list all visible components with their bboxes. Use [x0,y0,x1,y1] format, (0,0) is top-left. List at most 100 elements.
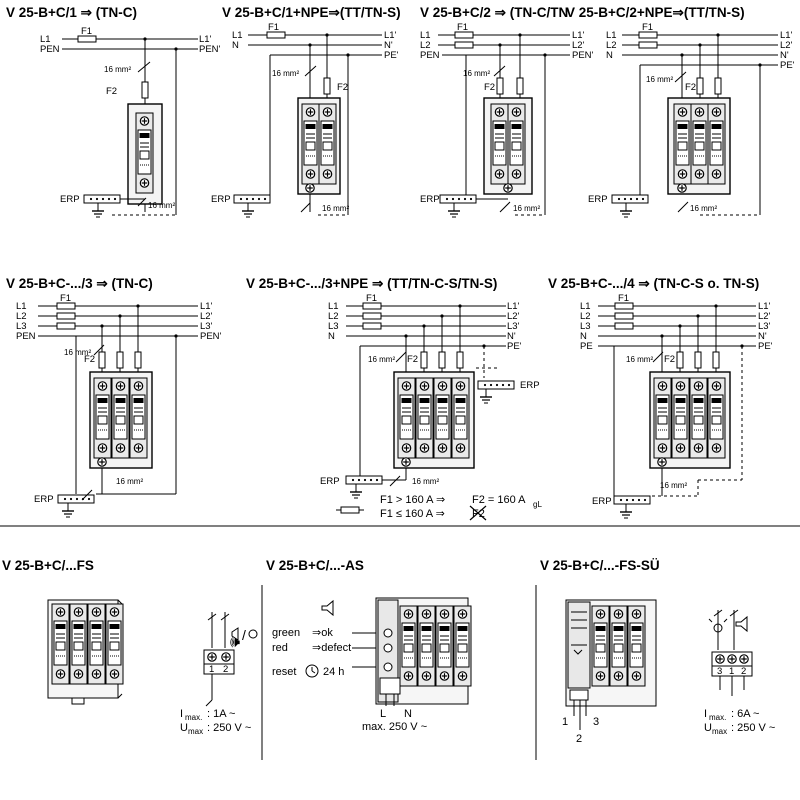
line-label-out: L3' [758,321,771,332]
variant-fs: V 25-B+C/...FS 🕪 / 1 2 I max. : 1A ~ U m… [2,558,258,736]
line-label-out: L1' [758,301,771,312]
terminal-number: 1 [729,666,734,677]
fuse-label: F1 [457,22,468,33]
voltage-value: : 250 V ~ [207,722,251,734]
line-label-in: L1 [232,30,243,41]
terminal-number: 2 [741,666,746,677]
line-label-in: L2 [420,40,431,51]
line-label-out: L3' [507,321,520,332]
fuse-symbol [340,506,360,514]
line-label-out: PEN' [199,44,221,55]
fuse-label: F1 [618,293,629,304]
line-label-out: N' [780,50,789,61]
line-label-out: L1' [200,301,213,312]
fuse-label: F2 [84,354,95,365]
voltage-subscript: max [712,727,727,736]
line-label-out: L1' [384,30,397,41]
cross-section-label: 16 mm² [626,355,653,364]
line-label-in: N [580,331,587,342]
line-label-in: L2 [580,311,591,322]
cross-section-label: 16 mm² [322,204,349,213]
reset-time: 24 h [323,666,344,678]
fuse-label: F1 [268,22,279,33]
led-green [383,628,393,638]
erp-label: ERP [34,494,54,505]
current-value: : 1A ~ [207,708,235,720]
diagram-tn-c-single: V 25-B+C/1 ⇒ (TN-C) L1 PEN L1' PEN' F1 F… [6,5,221,218]
voltage-subscript: max [188,727,203,736]
fuse-note-value: F2 = 160 A [472,494,526,506]
line-label-in: L3 [328,321,339,332]
line-label-in: N [606,50,613,61]
erp-bar [83,194,121,204]
terminal-label: N [404,708,412,720]
line-label-out: PEN' [572,50,594,61]
current-value: : 6A ~ [731,708,759,720]
line-label-in: PEN [40,44,60,55]
cross-section-label: 16 mm² [148,201,175,210]
fuse-label: F1 [81,26,92,37]
variant-as: V 25-B+C/...-AS green ⇒ok red ⇒defect re… [266,558,471,733]
horn-icon [231,627,239,641]
horn-icon: 🕪 [230,634,240,651]
terminal-number: 2 [223,664,228,675]
cross-section-label: 16 mm² [116,477,143,486]
line-label-out: PE' [780,60,795,71]
line-label-in: PE [580,341,593,352]
diagram-title: V 25-B+C-.../3+NPE ⇒ (TT/TN-C-S/TN-S) [246,276,497,291]
erp-label: ERP [592,496,612,507]
erp-label: ERP [520,380,540,391]
ground-icon [91,202,105,218]
fuse-symbol [141,81,149,99]
current-subscript: max. [709,713,726,722]
terminal-number: 2 [576,733,582,745]
line-label-out: N' [384,40,393,51]
speaker-icon [321,599,334,617]
line-label-in: L2 [16,311,27,322]
led-state: ⇒defect [312,642,351,654]
erp-label: ERP [211,194,231,205]
fuse-label: F1 [366,293,377,304]
diagram-tn-c-s-four: V 25-B+C-.../4 ⇒ (TN-C-S o. TN-S) L1 L2 … [548,276,773,519]
line-label-out: L1' [572,30,585,41]
cross-section-label: 16 mm² [64,348,91,357]
diagram-title: V 25-B+C/1+NPE⇒(TT/TN-S) [222,5,401,20]
led-label: green [272,627,300,639]
current-subscript: max. [185,713,202,722]
diagram-title: V 25-B+C/2+NPE⇒(TT/TN-S) [566,5,745,20]
line-label-in: N [328,331,335,342]
diagram-tt-tn-s-double: V 25-B+C/2+NPE⇒(TT/TN-S) L1 L2 N L1' L2'… [566,5,795,218]
line-label-in: L1 [16,301,27,312]
terminal-number: 3 [717,666,722,677]
fuse-note-subscript: gL [533,500,542,509]
line-label-in: L1 [606,30,617,41]
terminal-number: 1 [562,716,568,728]
diagram-tt-tn-s-single: V 25-B+C/1+NPE⇒(TT/TN-S) L1 N L1' N' PE'… [211,5,401,218]
erp-label: ERP [588,194,608,205]
line-label-in: L2 [328,311,339,322]
line-label-in: L3 [16,321,27,332]
cross-section-label: 16 mm² [368,355,395,364]
fuse-note: F1 ≤ 160 A ⇒ [380,508,445,520]
lamp-icon [248,629,258,639]
led-state: ⇒ok [312,627,333,639]
cross-section-label: 16 mm² [412,477,439,486]
line-label-in: L1 [580,301,591,312]
line-label-in: L1 [420,30,431,41]
reset-button[interactable] [383,662,393,672]
variant-title: V 25-B+C/...-FS-SÜ [540,558,660,573]
line-label-in: L1 [40,34,51,45]
fuse-label: F2 [337,82,348,93]
fuse-label: F2 [106,86,117,97]
line-label-out: PE' [507,341,522,352]
line-label-in: L3 [580,321,591,332]
diagram-tn-c-double: V 25-B+C/2 ⇒ (TN-C/TN L1 L2 PEN L1' L2' … [420,5,594,218]
fuse-note: F1 > 160 A ⇒ [380,494,445,506]
terminal-label: L [380,708,386,720]
fuse-label: F2 [407,354,418,365]
line-label-in: N [232,40,239,51]
line-label-out: N' [758,331,767,342]
fuse-label: F2 [664,354,675,365]
variant-title: V 25-B+C/...-AS [266,558,364,573]
terminal-number: 1 [209,664,214,675]
